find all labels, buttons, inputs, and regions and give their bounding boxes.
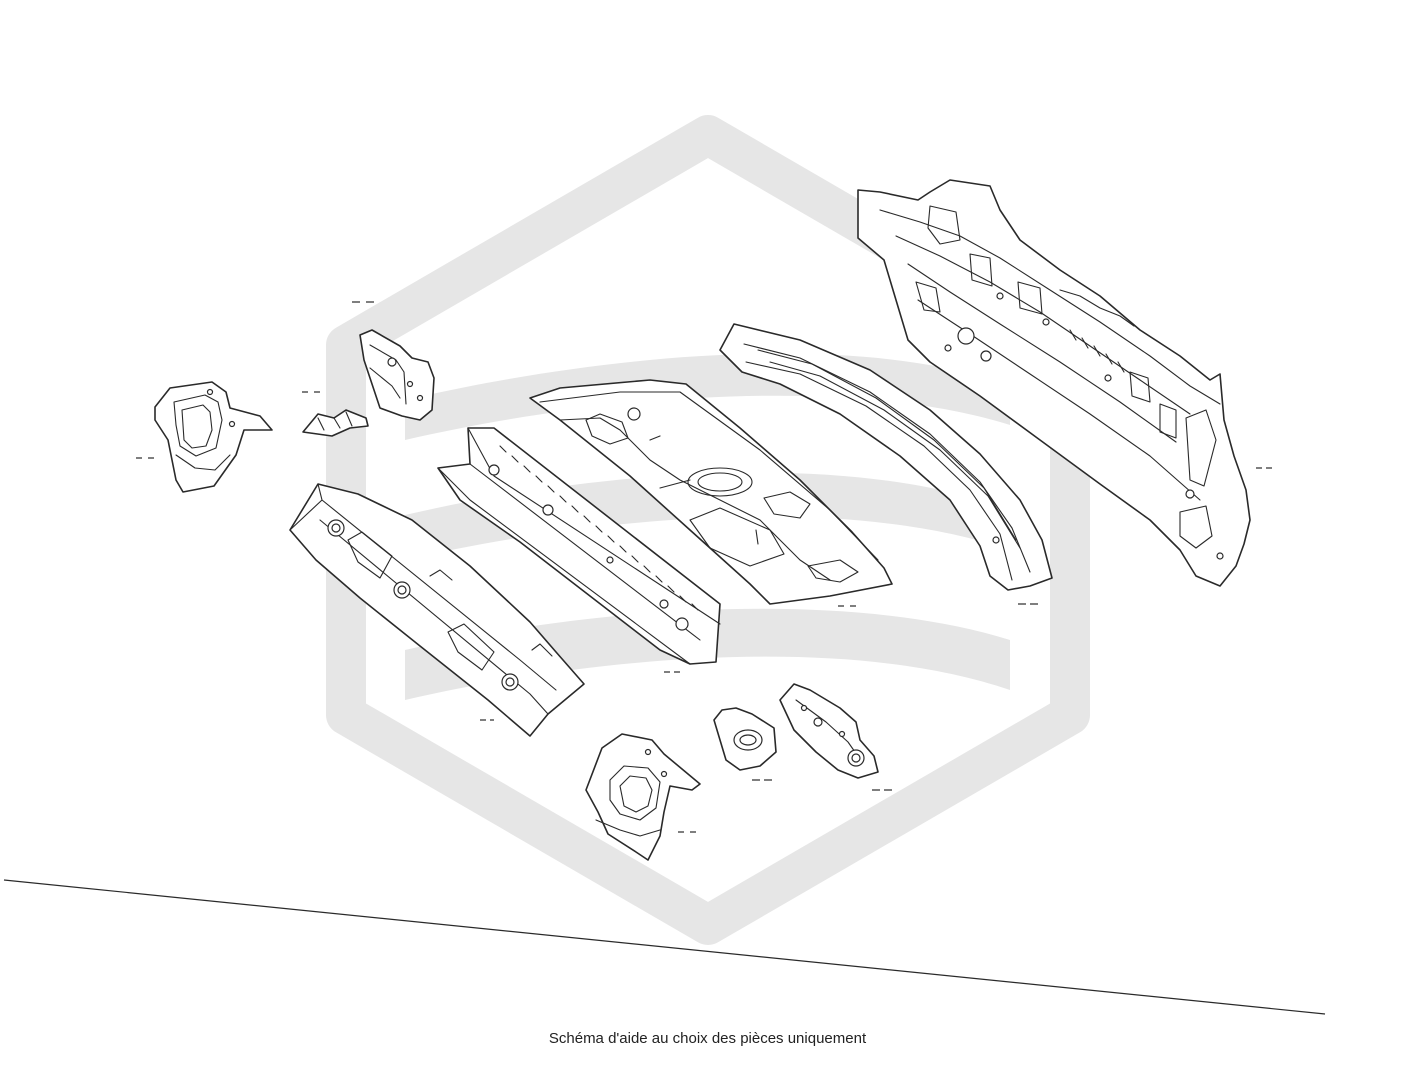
left-small-gusset[interactable] (302, 409, 369, 437)
diagram-caption: Schéma d'aide au choix des pièces unique… (548, 1030, 867, 1047)
right-small-gusset[interactable] (713, 707, 777, 771)
left-rear-bracket[interactable] (154, 381, 273, 493)
callout-markers (136, 301, 1272, 833)
left-upper-support-plate[interactable] (359, 329, 435, 421)
right-support-plate[interactable] (779, 683, 879, 779)
rear-end-panel[interactable] (857, 179, 1251, 587)
ground-line (3, 879, 1326, 1015)
rear-bumper-reinforcement[interactable] (719, 323, 1053, 591)
rear-floor-panel[interactable] (529, 379, 893, 605)
middle-cross-member[interactable] (437, 427, 721, 665)
front-cross-member[interactable] (289, 483, 585, 737)
right-rear-bracket[interactable] (585, 733, 701, 861)
